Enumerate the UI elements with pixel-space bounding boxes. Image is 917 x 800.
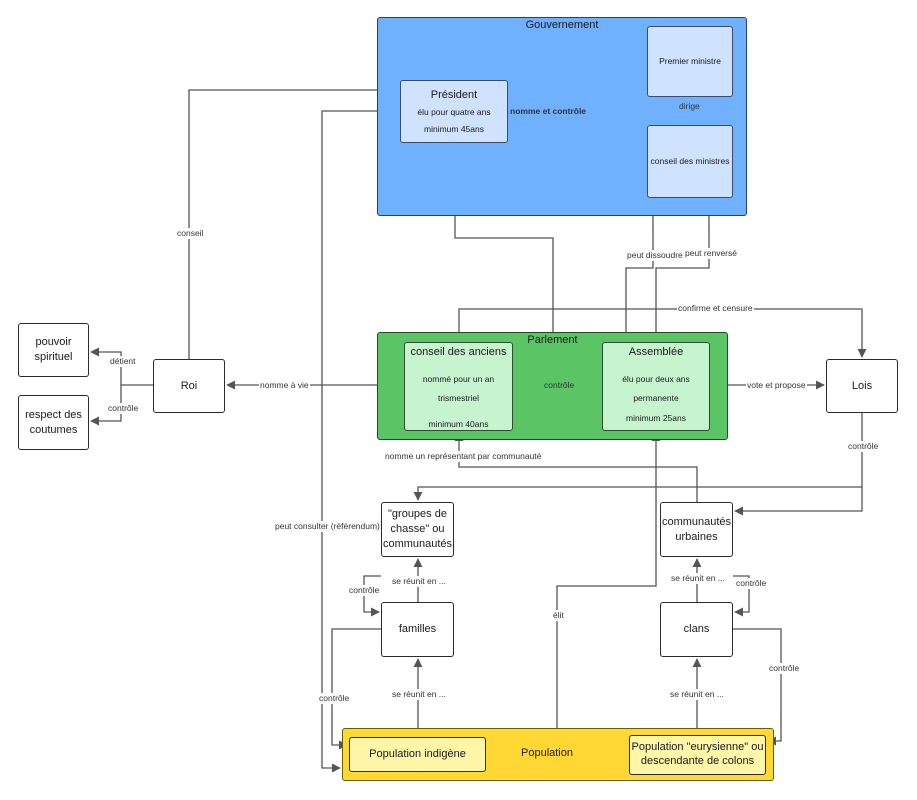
edge-lois-controle-groupes [413, 486, 862, 501]
respect-coutumes-node[interactable]: respect des coutumes [18, 395, 89, 450]
roi-label: Roi [180, 379, 198, 392]
conseil-anciens-frequency: trismestriel [437, 393, 480, 404]
edge-label-controle-lois: contrôle [847, 441, 880, 452]
edge-label-peut-renverse: peut renversé [684, 248, 738, 259]
edge-population-elit-assemblee [556, 432, 661, 728]
edge-label-controle-assemblee: contrôle [543, 380, 576, 391]
conseil-ministres-label: conseil des ministres [650, 155, 730, 166]
edge-label-controle-population-indigene: contrôle [318, 693, 351, 704]
conseil-ministres-node[interactable]: conseil des ministres [647, 125, 733, 198]
edge-label-nomme-controle: nomme et contrôle [509, 106, 588, 117]
edge-label-peut-dissoudre: peut dissoudre [626, 250, 684, 261]
respect-coutumes-label: respect des coutumes [25, 408, 82, 436]
groupes-chasse-label: "groupes de chasse" ou communautés [382, 508, 453, 550]
president-node[interactable]: Président élu pour quatre ans minimum 45… [400, 80, 508, 143]
familles-node[interactable]: familles [381, 602, 454, 657]
familles-label: familles [398, 623, 437, 636]
edge-label-controle-familles: contrôle [348, 585, 381, 596]
edge-label-controle-population-eury: contrôle [768, 663, 801, 674]
edge-label-nomme-representant: nomme un représentant par communauté [384, 451, 543, 462]
edge-label-detient: détient [109, 356, 137, 367]
conseil-anciens-title: conseil des anciens [410, 346, 507, 358]
assemblee-title: Assemblée [628, 346, 684, 358]
communautes-urbaines-label: communautés urbaines [661, 515, 732, 543]
edge-president-consulte-population [321, 110, 400, 773]
conseil-anciens-term: nommé pour un an [422, 373, 495, 384]
edge-label-nomme-a-vie: nomme à vie [259, 380, 310, 391]
edge-label-se-reunit-familles: se réunit en ... [391, 689, 447, 700]
edge-roi-to-respect-coutumes [90, 385, 122, 426]
edge-label-se-reunit-communautes: se réunit en ... [670, 573, 726, 584]
edge-clans-controle-population [733, 628, 782, 746]
premier-ministre-node[interactable]: Premier ministre [647, 26, 733, 97]
gouvernement-title: Gouvernement [525, 19, 599, 31]
population-eurysienne-node[interactable]: Population "eurysienne" ou descendante d… [629, 735, 766, 775]
assemblee-age: minimum 25ans [626, 412, 686, 423]
population-indigene-label: Population indigène [369, 748, 466, 761]
edge-communautes-controle-clans [733, 575, 750, 617]
groupes-chasse-node[interactable]: "groupes de chasse" ou communautés [381, 502, 454, 557]
edge-label-vote-propose: vote et propose [746, 380, 807, 391]
assemblee-permanence: permanente [633, 393, 679, 404]
clans-label: clans [683, 623, 710, 636]
premier-ministre-label: Premier ministre [659, 55, 721, 66]
edge-communautes-nomme-conseil-anciens [454, 432, 698, 502]
conseil-anciens-age: minimum 40ans [428, 418, 489, 429]
roi-node[interactable]: Roi [153, 359, 225, 413]
edge-conseil-ministres-dissout-assemblee [621, 198, 654, 341]
edge-roi-to-president [188, 85, 399, 359]
edge-label-confirme-censure: confirme et censure [677, 303, 754, 314]
edge-label-conseil: conseil [176, 228, 205, 239]
population-title: Population [521, 747, 573, 759]
edge-label-se-reunit-clans: se réunit en ... [669, 689, 725, 700]
population-eurysienne-label: Population "eurysienne" ou descendante d… [631, 741, 764, 767]
clans-node[interactable]: clans [660, 602, 733, 657]
conseil-anciens-node[interactable]: conseil des anciens nommé pour un an tri… [404, 342, 513, 431]
lois-label: Lois [851, 379, 873, 392]
pouvoir-spirituel-label: pouvoir spirituel [34, 336, 73, 363]
pouvoir-spirituel-node[interactable]: pouvoir spirituel [18, 323, 89, 377]
edge-assemblee-renverse-conseil-ministres [655, 199, 714, 342]
president-age: minimum 45ans [424, 123, 484, 134]
edge-label-elit: élit [552, 610, 565, 621]
president-title: Président [430, 88, 478, 101]
population-indigene-node[interactable]: Population indigène [349, 737, 486, 772]
assemblee-node[interactable]: Assemblée élu pour deux ans permanente m… [602, 342, 710, 431]
parlement-title: Parlement [527, 334, 578, 346]
edge-lois-controle-communautes [734, 413, 863, 516]
edge-confirme-censure-to-lois [458, 308, 867, 358]
edge-label-peut-consulter: peut consulter (référendum) [274, 521, 381, 532]
edge-roi-to-pouvoir-spirituel [90, 347, 153, 386]
edge-familles-controle-population [331, 628, 381, 750]
assemblee-term: élu pour deux ans [622, 373, 690, 384]
edge-label-controle-clans: contrôle [735, 578, 768, 589]
communautes-urbaines-node[interactable]: communautés urbaines [660, 502, 733, 557]
edge-label-se-reunit-groupes: se réunit en ... [391, 576, 447, 587]
edge-label-dirige: dirige [678, 101, 701, 112]
edge-label-controle-coutumes: contrôle [107, 403, 140, 414]
president-term: élu pour quatre ans [417, 107, 491, 118]
lois-node[interactable]: Lois [826, 359, 898, 413]
